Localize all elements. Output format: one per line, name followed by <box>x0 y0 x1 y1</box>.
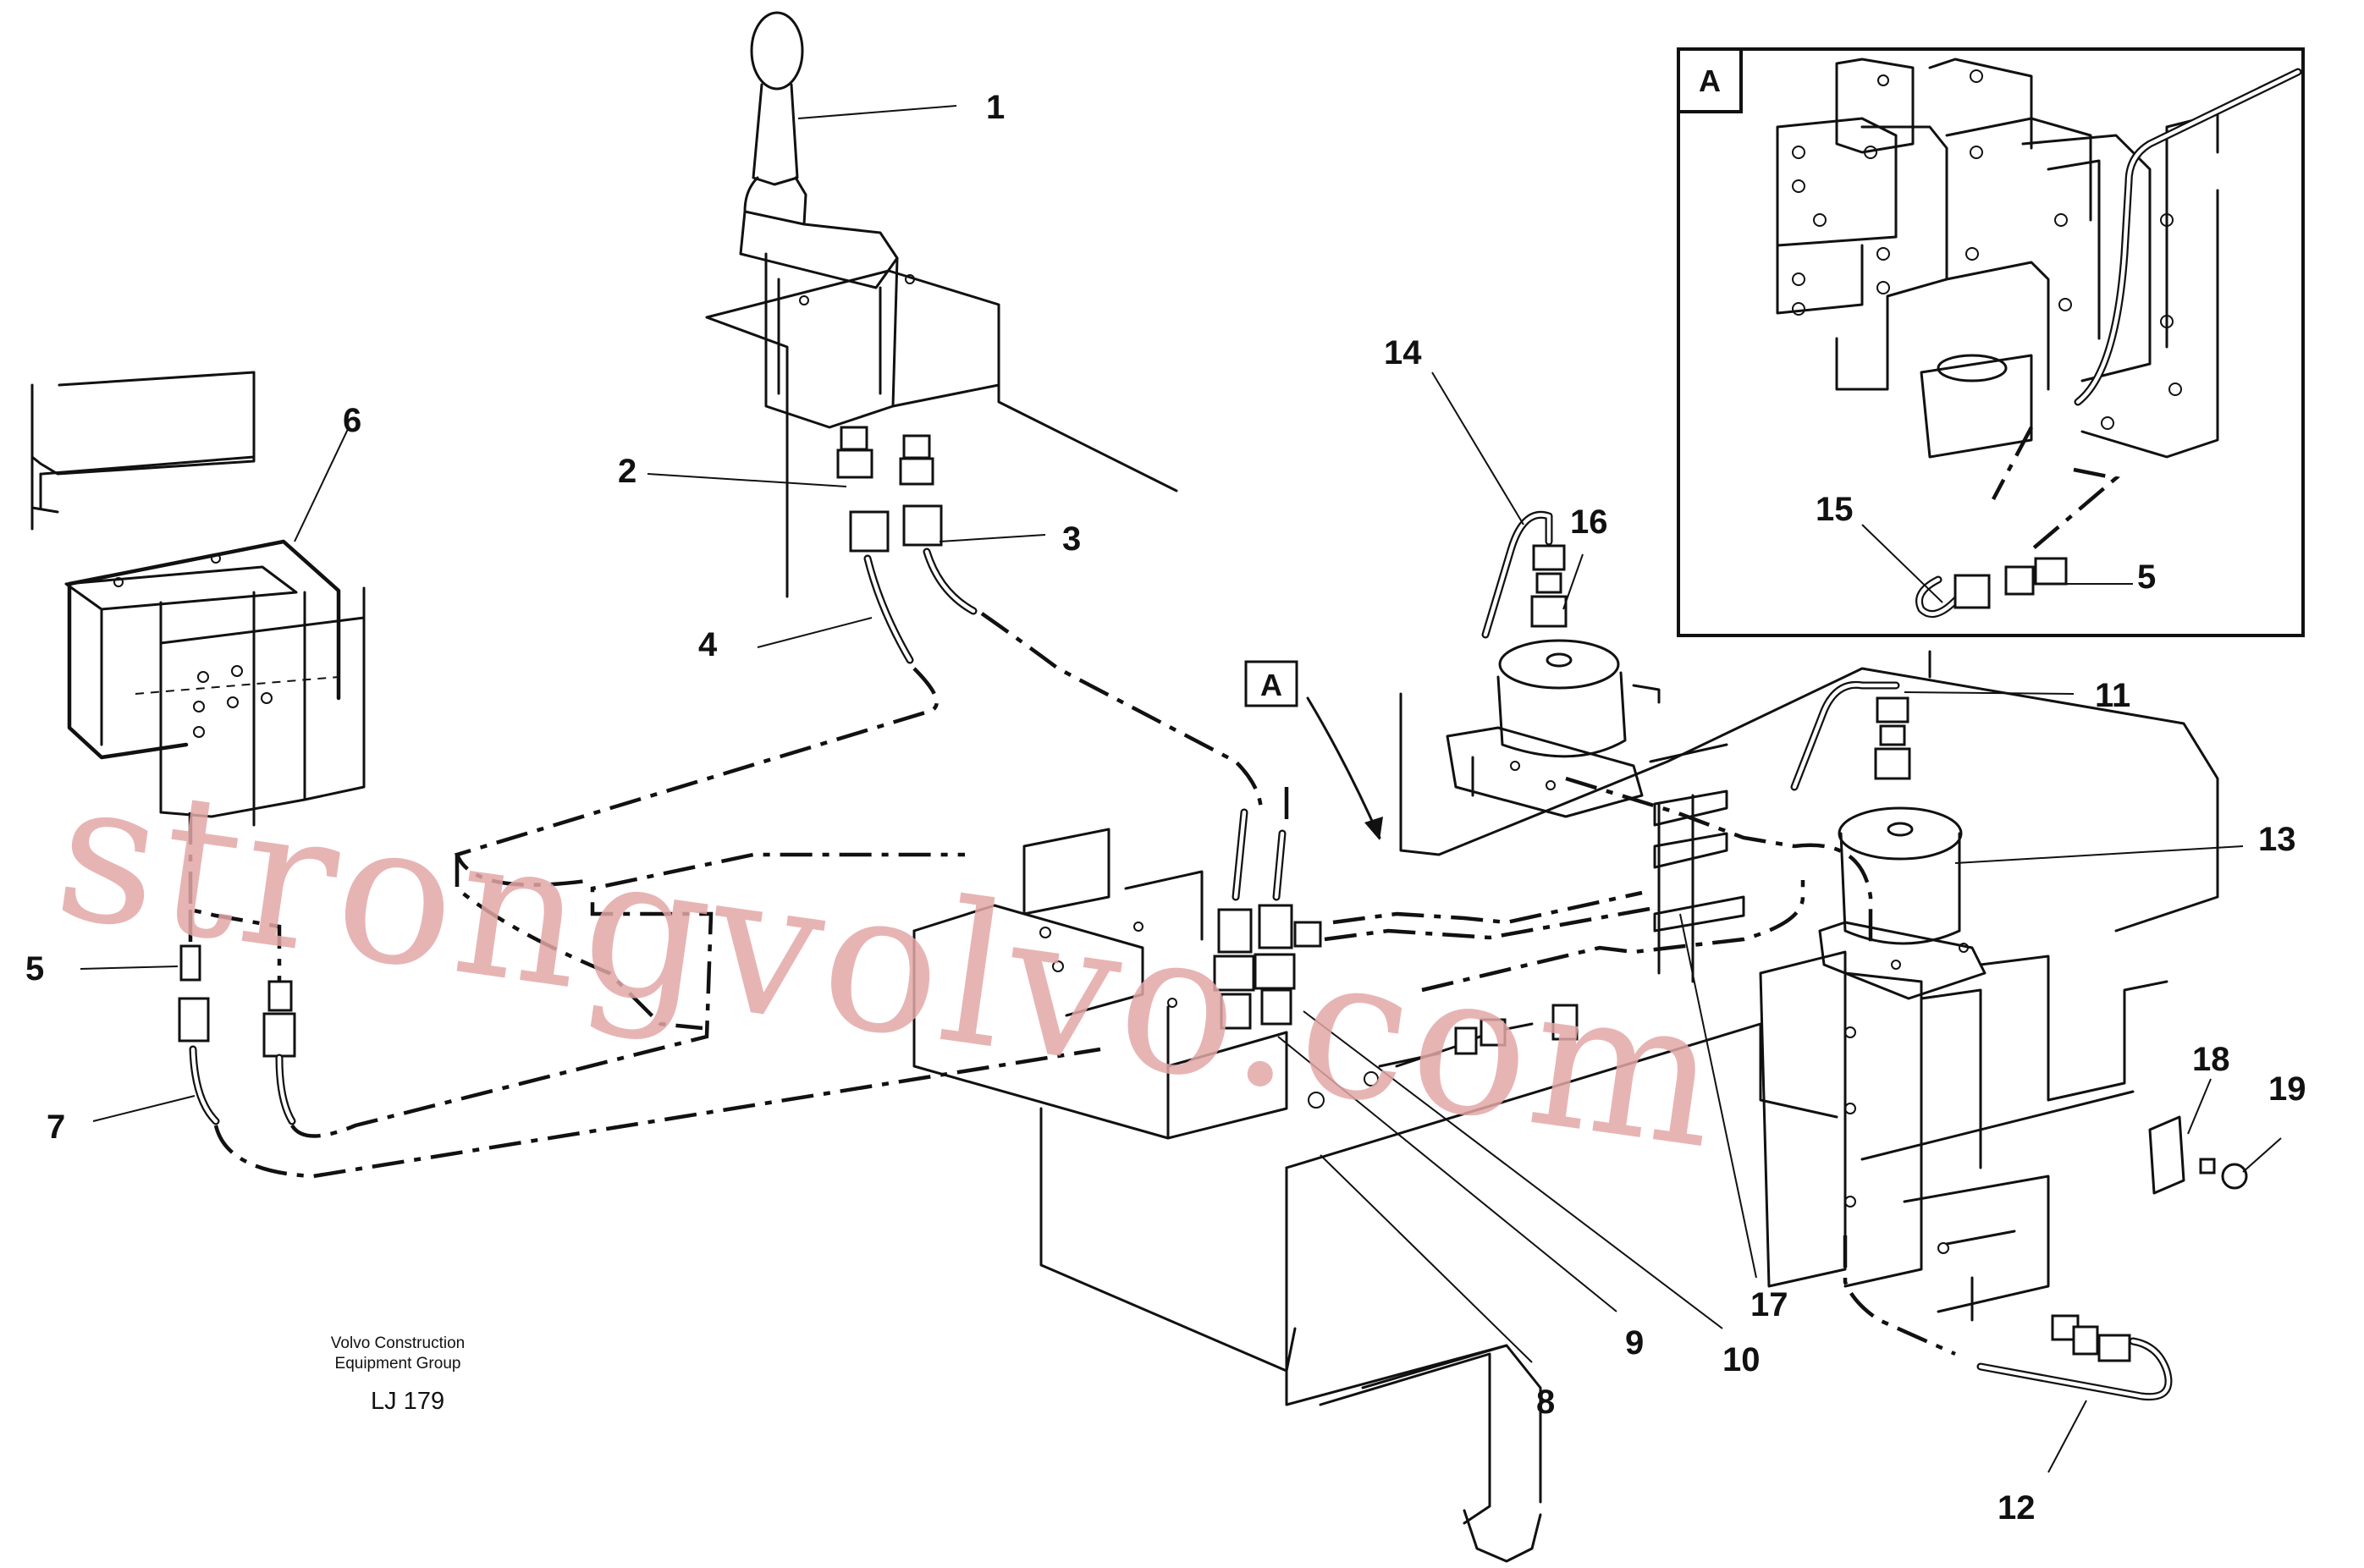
drawing-code: LJ 179 <box>371 1388 444 1415</box>
pilot-line-17 <box>1421 880 1805 993</box>
label-part-19: 19 <box>2268 1070 2306 1108</box>
label-part-17: 17 <box>1750 1286 1788 1323</box>
label-part-18: 18 <box>2192 1041 2230 1078</box>
detail-marker-A: A <box>1244 660 1383 840</box>
clamp-18 <box>2148 1115 2185 1195</box>
credit-block: Volvo Construction Equipment Group LJ 17… <box>331 1334 465 1415</box>
pipe-14 <box>1481 511 1568 639</box>
valve-fittings-9-10 <box>1213 808 1322 1030</box>
label-part-15: 15 <box>1816 491 1854 528</box>
fitting-3 <box>849 504 943 553</box>
screw-19 <box>2199 1158 2248 1190</box>
inset-detail-A: A <box>1677 47 2305 637</box>
solenoid-valve-13 <box>1818 806 1987 1000</box>
inset-hose-15 <box>1915 575 1976 619</box>
pilot-line-7b <box>290 852 965 1138</box>
label-part-9: 9 <box>1625 1324 1644 1362</box>
label-part-7: 7 <box>47 1109 65 1146</box>
inset-pilot-line-2 <box>2030 467 2120 552</box>
label-part-2: 2 <box>618 453 636 490</box>
joystick-1 <box>739 11 915 429</box>
directional-valve <box>1759 950 2050 1322</box>
pipe-11 <box>1790 680 1911 791</box>
inset-valve-stack <box>1776 58 2219 459</box>
solenoid-valve-16 <box>1446 639 1644 818</box>
pilot-line-12 <box>1843 1235 1956 1356</box>
detail-marker-A-label: A <box>1260 668 1282 702</box>
right-housing <box>1399 650 2219 1161</box>
part-labels: 1 2 3 4 5 6 7 8 9 10 11 12 13 14 15 16 1… <box>25 89 2306 1527</box>
fitting-2 <box>836 426 934 486</box>
label-part-5: 5 <box>25 950 44 988</box>
pilot-line-3 <box>980 612 1264 813</box>
main-valve-8 <box>912 828 1838 1563</box>
label-part-11: 11 <box>2095 677 2130 714</box>
valve-block-6 <box>30 371 366 827</box>
label-part-1: 1 <box>986 89 1005 126</box>
pilot-line-left <box>188 812 282 982</box>
label-part-12: 12 <box>1998 1489 2036 1527</box>
fitting-5-left <box>178 944 296 1058</box>
credit-line-1: Volvo Construction <box>331 1334 465 1352</box>
hose-4 <box>863 547 978 664</box>
bracket-17 <box>1653 790 1745 983</box>
credit-line-2: Equipment Group <box>335 1355 461 1373</box>
pilot-line-4b <box>455 855 703 1031</box>
inset-pipe <box>2074 68 2302 406</box>
inset-fitting-5 <box>1953 557 2068 609</box>
fitting-12 <box>2051 1314 2131 1362</box>
label-part-8: 8 <box>1536 1384 1555 1421</box>
pilot-line-9 <box>1332 890 1643 925</box>
label-part-10: 10 <box>1722 1341 1761 1378</box>
label-part-6: 6 <box>343 402 361 439</box>
fittings-17 <box>1454 1004 1579 1055</box>
label-part-3: 3 <box>1062 520 1081 558</box>
label-part-4: 4 <box>698 626 718 663</box>
inset-label-A: A <box>1699 63 1721 98</box>
label-part-14: 14 <box>1384 334 1422 371</box>
pilot-line-7a <box>213 1047 1101 1179</box>
inset-pilot-line <box>1992 426 2033 501</box>
hose-7 <box>189 1045 296 1125</box>
watermark: strongvolvo.com <box>44 736 1734 1193</box>
console-panel <box>705 269 1178 598</box>
pilot-line-10 <box>1324 905 1660 942</box>
label-inset-part-5: 5 <box>2137 558 2156 596</box>
leader-lines <box>80 105 2282 1473</box>
hose-12 <box>1976 1337 2173 1401</box>
label-part-16: 16 <box>1570 503 1608 541</box>
label-part-13: 13 <box>2258 821 2296 858</box>
pilot-line-4 <box>454 667 939 887</box>
